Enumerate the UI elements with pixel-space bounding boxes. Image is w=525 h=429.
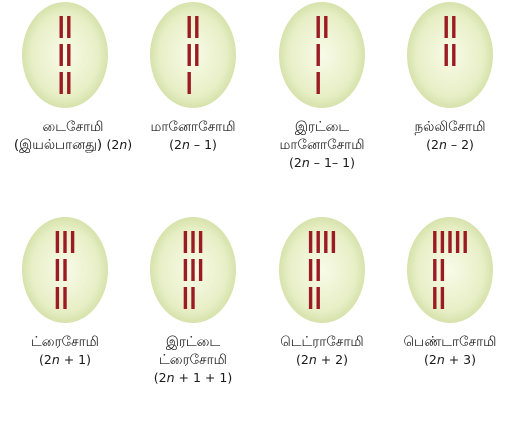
chromosome <box>433 231 436 253</box>
cell-name-line: டெட்ராசோமி <box>257 333 387 351</box>
chromosome <box>56 231 59 253</box>
chromosome <box>445 16 448 38</box>
cell-name-line: இரட்டை <box>128 333 258 351</box>
cell-name-line: ட்ரைசோமி <box>128 351 258 369</box>
chromosome <box>309 287 312 309</box>
chromosome <box>445 44 448 66</box>
cell-formula: (2n + 3) <box>385 351 515 369</box>
chromosome <box>448 231 451 253</box>
chromosome <box>67 72 70 94</box>
chromosome <box>309 259 312 281</box>
cell-formula: (2n – 1– 1) <box>257 154 387 172</box>
cell-name-line: நல்லிசோமி <box>385 118 515 136</box>
chromosome <box>433 259 436 281</box>
cell-formula: (2n – 1) <box>128 136 258 154</box>
chromosome <box>317 259 320 281</box>
cell-drawing <box>257 215 387 330</box>
cell-drawing <box>128 215 258 330</box>
chromosome <box>67 44 70 66</box>
chromosome <box>191 287 194 309</box>
chromosome <box>317 44 320 66</box>
chromosome <box>184 231 187 253</box>
cell-label: இரட்டைமானோசோமி(2n – 1– 1) <box>257 118 387 172</box>
cell-body <box>407 2 493 108</box>
cell-name-line: பெண்டாசோமி <box>385 333 515 351</box>
chromosome <box>184 287 187 309</box>
chromosome <box>71 231 74 253</box>
chromosome <box>63 287 66 309</box>
chromosome <box>441 231 444 253</box>
chromosome <box>332 231 335 253</box>
cell-label: மானோசோமி(2n – 1) <box>128 118 258 154</box>
cell-label: பெண்டாசோமி(2n + 3) <box>385 333 515 369</box>
chromosome <box>452 16 455 38</box>
cell-name-line: (இயல்பானது) (2n) <box>0 136 148 154</box>
cell-formula: (2n – 2) <box>385 136 515 154</box>
cell-drawing <box>0 0 130 115</box>
chromosome <box>188 72 191 94</box>
cell-body <box>279 2 365 108</box>
chromosome <box>56 259 59 281</box>
chromosome <box>188 44 191 66</box>
cell-name-line: டைசோமி <box>0 118 148 136</box>
chromosome <box>317 16 320 38</box>
cell-label: டெட்ராசோமி(2n + 2) <box>257 333 387 369</box>
cell-label: டைசோமி(இயல்பானது) (2n) <box>0 118 148 154</box>
cell-body <box>150 2 236 108</box>
cell-label: இரட்டைட்ரைசோமி(2n + 1 + 1) <box>128 333 258 387</box>
chromosome <box>317 231 320 253</box>
chromosome <box>433 287 436 309</box>
chromosome <box>441 287 444 309</box>
chromosome <box>456 231 459 253</box>
chromosome <box>63 231 66 253</box>
chromosome <box>60 16 63 38</box>
cell-drawing <box>128 0 258 115</box>
chromosome <box>324 16 327 38</box>
chromosome <box>67 16 70 38</box>
chromosome <box>199 259 202 281</box>
cell-formula: (2n + 1 + 1) <box>128 369 258 387</box>
chromosome <box>63 259 66 281</box>
chromosome <box>317 287 320 309</box>
chromosome <box>56 287 59 309</box>
chromosome <box>191 259 194 281</box>
chromosome <box>199 231 202 253</box>
chromosome <box>324 231 327 253</box>
chromosome <box>309 231 312 253</box>
chromosome <box>195 44 198 66</box>
cell-drawing <box>257 0 387 115</box>
chromosome <box>452 44 455 66</box>
cell-drawing <box>385 215 515 330</box>
cell-label: ட்ரைசோமி(2n + 1) <box>0 333 130 369</box>
cell-name-line: ட்ரைசோமி <box>0 333 130 351</box>
cell-name-line: மானோசோமி <box>128 118 258 136</box>
chromosome <box>188 16 191 38</box>
cell-name-line: இரட்டை <box>257 118 387 136</box>
chromosome <box>317 72 320 94</box>
cell-formula: (2n + 1) <box>0 351 130 369</box>
cell-body <box>279 217 365 323</box>
chromosome <box>60 44 63 66</box>
chromosome <box>191 231 194 253</box>
cell-drawing <box>0 215 130 330</box>
chromosome <box>464 231 467 253</box>
cell-drawing <box>385 0 515 115</box>
chromosome <box>195 16 198 38</box>
cell-formula: (2n + 2) <box>257 351 387 369</box>
cell-label: நல்லிசோமி(2n – 2) <box>385 118 515 154</box>
chromosome <box>441 259 444 281</box>
chromosome <box>184 259 187 281</box>
cell-name-line: மானோசோமி <box>257 136 387 154</box>
chromosome <box>60 72 63 94</box>
cell-body <box>22 2 108 108</box>
